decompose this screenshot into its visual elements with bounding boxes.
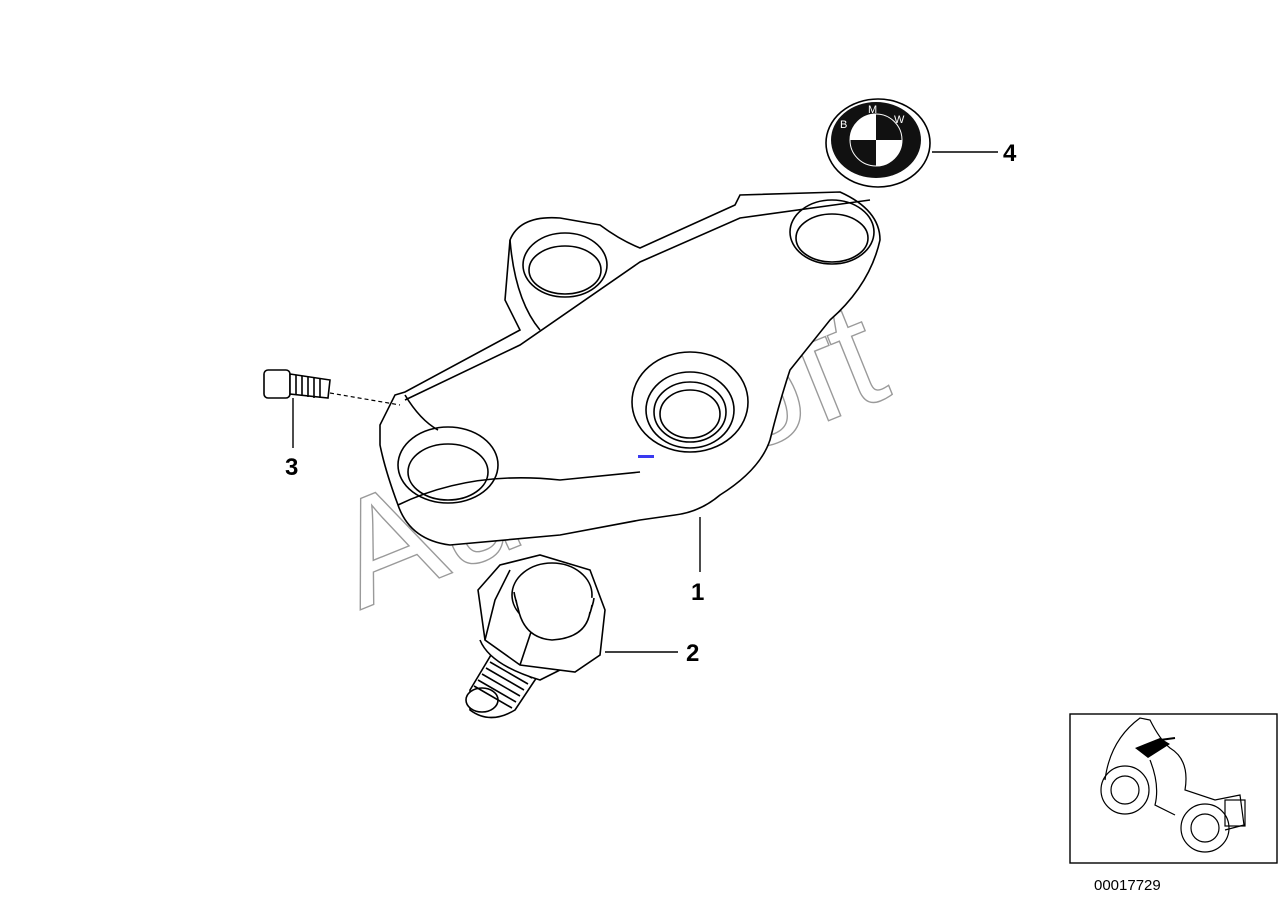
leader-lines: [292, 151, 998, 653]
bmw-letter-w: W: [894, 114, 905, 126]
bmw-emblem-part[interactable]: B M W: [825, 98, 931, 188]
callout-2: 2: [686, 640, 699, 667]
motorcycle-locator-inset: [1069, 713, 1278, 864]
cap-screw-part[interactable]: [263, 369, 331, 399]
center-mark: [638, 455, 654, 458]
diagram-id: 00017729: [1094, 877, 1161, 894]
callout-3: 3: [285, 454, 298, 481]
callout-4: 4: [1003, 140, 1017, 167]
stem-bolt-part[interactable]: [465, 554, 606, 719]
fork-bridge-part[interactable]: [379, 191, 881, 546]
bmw-letter-b: B: [840, 119, 847, 131]
bmw-letter-m: M: [868, 104, 877, 116]
callout-1: 1: [691, 579, 704, 606]
